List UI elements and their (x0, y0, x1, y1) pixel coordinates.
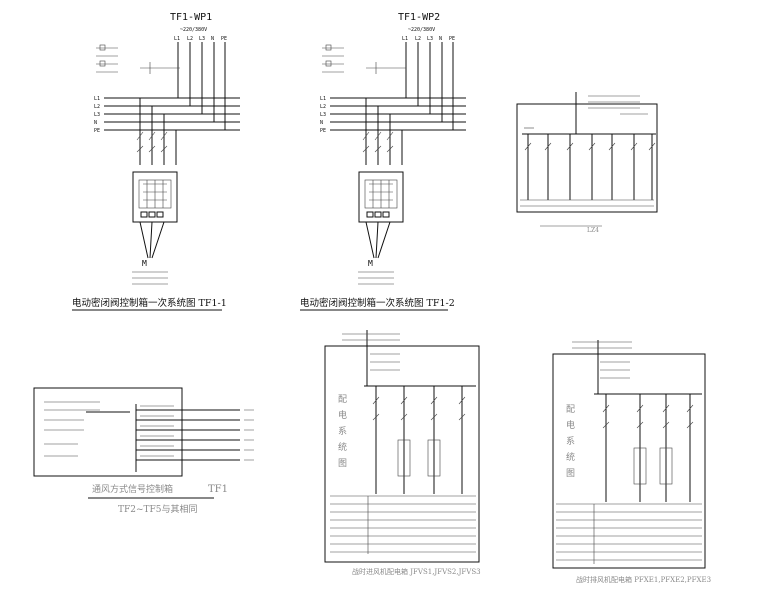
svg-text:系: 系 (338, 426, 347, 437)
panel-fan-supply-breakers (372, 396, 466, 421)
svg-text:L1: L1 (320, 96, 326, 102)
panel-tf1-2-breakers (362, 131, 394, 153)
svg-text:N: N (439, 36, 442, 42)
panel-tf1-2: TF1-WP2 ~220/380V L1 L2 L3 N PE L1 L2 L3… (300, 12, 466, 311)
svg-text:统: 统 (338, 441, 347, 453)
panel-tf1-2-caption: 电动密闭阀控制箱一次系统图 TF1-2 (300, 297, 455, 309)
panel-tf1-2-motor-label: M (368, 259, 373, 268)
svg-text:L3: L3 (94, 112, 100, 118)
svg-text:PE: PE (221, 36, 227, 42)
panel-distribution-incomer-notes (588, 95, 648, 115)
panel-distribution-feeders (527, 134, 653, 200)
svg-text:系: 系 (566, 436, 575, 447)
panel-tf1-2-motor-leads (365, 221, 391, 259)
panel-fan-supply-caption: 战时进风机配电箱 JFVS1,JFVS2,JFVS3 (352, 567, 481, 576)
svg-text:配: 配 (338, 394, 347, 405)
svg-text:N: N (211, 36, 214, 42)
panel-signal-control-subtitle: TF2~TF5与其相同 (118, 503, 198, 515)
svg-text:图: 图 (338, 458, 347, 469)
panel-fan-exhaust-table (556, 503, 702, 564)
panel-fan-supply-vertical-title: 配 电 系 统 图 (338, 394, 347, 469)
panel-tf1-1-motor-label: M (142, 259, 147, 268)
panel-tf1-2-motor-notes (358, 271, 394, 285)
panel-tf1-1-caption: 电动密闭阀控制箱一次系统图 TF1-1 (72, 297, 227, 309)
panel-signal-control-outputs (136, 409, 240, 461)
panel-tf1-2-feeders (365, 98, 403, 165)
svg-text:L1: L1 (174, 36, 180, 42)
svg-text:PE: PE (320, 128, 326, 134)
panel-tf1-1: TF1-WP1 ~220/380V L1 L2 L3 N PE L1 L2 L3… (72, 12, 240, 311)
panel-fan-exhaust: 配 电 系 统 图 战时排风机配电箱 PFXE1,PFXE2,PFXE3 (552, 340, 711, 584)
svg-text:电: 电 (338, 409, 347, 421)
panel-signal-control-frame (33, 387, 183, 477)
svg-text:L2: L2 (415, 36, 421, 42)
svg-text:N: N (320, 120, 323, 126)
panel-fan-supply-feeders (375, 386, 463, 494)
svg-text:N: N (94, 120, 97, 126)
panel-tf1-2-voltage: ~220/380V (408, 27, 435, 33)
panel-tf1-2-busbars: L1 L2 L3 N PE (320, 96, 466, 134)
panel-signal-control-left-devices (44, 401, 100, 457)
svg-text:L2: L2 (320, 104, 326, 110)
panel-tf1-1-breakers (136, 131, 168, 153)
svg-text:配: 配 (566, 404, 575, 415)
panel-fan-exhaust-vertical-title: 配 电 系 统 图 (566, 404, 575, 479)
panel-tf1-1-motor-notes (132, 271, 168, 285)
svg-text:L1: L1 (402, 36, 408, 42)
panel-signal-control-output-labels (244, 409, 254, 461)
panel-distribution-breakers (524, 142, 656, 151)
panel-fan-exhaust-caption: 战时排风机配电箱 PFXE1,PFXE2,PFXE3 (576, 575, 711, 584)
svg-text:图: 图 (566, 468, 575, 479)
svg-text:统: 统 (566, 451, 575, 463)
panel-distribution-table (520, 199, 654, 207)
panel-tf1-1-phase-labels: L1 L2 L3 N PE (174, 36, 227, 42)
svg-text:电: 电 (566, 419, 575, 431)
panel-signal-control-title-code: TF1 (208, 484, 228, 495)
svg-text:L3: L3 (199, 36, 205, 42)
svg-text:L2: L2 (94, 104, 100, 110)
panel-tf1-2-phase-labels: L1 L2 L3 N PE (402, 36, 455, 42)
panel-tf1-1-motor-leads (139, 221, 165, 259)
panel-fan-exhaust-frame (552, 353, 706, 569)
panel-tf1-1-incoming-lines (177, 42, 226, 130)
panel-signal-control-title: 通风方式信号控制箱 (92, 483, 173, 495)
svg-text:L1: L1 (94, 96, 100, 102)
svg-text:L3: L3 (320, 112, 326, 118)
panel-distribution-sub-caption: LZ4 (587, 227, 599, 234)
panel-fan-supply-table (330, 495, 476, 554)
svg-text:L2: L2 (187, 36, 193, 42)
svg-text:L3: L3 (427, 36, 433, 42)
panel-fan-supply: 配 电 系 统 图 战时进风机配电箱 JFVS1,JFVS2,JFVS3 (324, 330, 481, 576)
panel-tf1-1-feeders (139, 98, 177, 165)
panel-tf1-1-busbars: L1 L2 L3 N PE (94, 96, 240, 134)
panel-fan-supply-frame (324, 345, 480, 563)
panel-tf1-2-control-box (358, 171, 404, 223)
panel-tf1-2-aux-devices (322, 44, 406, 74)
panel-tf1-1-header: TF1-WP1 (170, 12, 212, 23)
panel-tf1-2-header: TF1-WP2 (398, 12, 440, 23)
panel-distribution: LZ4 (516, 92, 658, 234)
panel-fan-exhaust-feeders (605, 394, 691, 502)
svg-text:PE: PE (94, 128, 100, 134)
panel-tf1-1-control-box (132, 171, 178, 223)
panel-signal-control: 通风方式信号控制箱 TF1 TF2~TF5与其相同 (33, 387, 254, 515)
panel-fan-exhaust-breakers (602, 404, 694, 429)
svg-text:PE: PE (449, 36, 455, 42)
panel-tf1-1-aux-devices (96, 44, 180, 74)
panel-tf1-2-incoming-lines (405, 42, 454, 130)
panel-tf1-1-voltage: ~220/380V (180, 27, 207, 33)
panel-distribution-frame (516, 103, 658, 213)
